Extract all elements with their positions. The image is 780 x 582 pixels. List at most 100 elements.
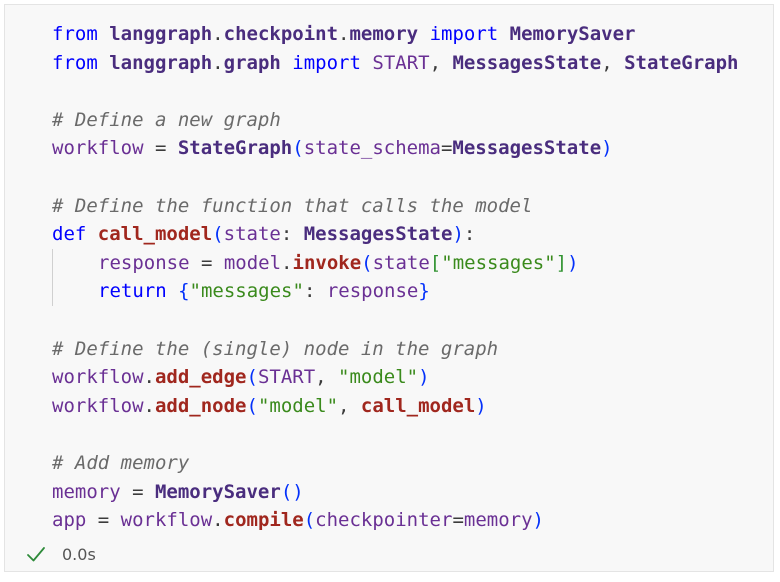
code-token: workflow (52, 394, 144, 417)
code-token (418, 23, 429, 45)
code-token: state_schema (303, 137, 441, 160)
code-token (281, 52, 292, 74)
code-token: import (429, 23, 499, 45)
code-token: model (223, 251, 282, 274)
code-token: MessagesState (452, 137, 602, 160)
code-line: app = workflow.compile(checkpointer=memo… (52, 506, 738, 535)
code-line: return {"messages": response} (52, 277, 738, 306)
code-token: # Define the (single) node in the graph (52, 337, 499, 360)
code-token: # Add memory (52, 451, 190, 474)
code-line: workflow.add_node("model", call_model) (52, 392, 738, 421)
code-token: response (326, 280, 419, 303)
code-line (52, 163, 738, 192)
code-token: response (98, 251, 190, 274)
code-token: = (452, 509, 464, 532)
code-token: . (212, 509, 224, 532)
code-token: langgraph (109, 51, 213, 74)
code-token (98, 52, 109, 74)
code-token: { (178, 280, 190, 303)
code-token (98, 23, 109, 45)
code-token: add_edge (154, 366, 247, 389)
code-line: workflow.add_edge(START, "model") (52, 363, 738, 392)
code-token: # Define a new graph (52, 108, 281, 131)
code-token: ) (418, 366, 430, 389)
code-token: add_node (154, 394, 247, 417)
code-line: response = model.invoke(state["messages"… (52, 248, 738, 278)
code-token: , (338, 394, 361, 417)
code-token: ( (246, 394, 258, 417)
code-token: START (257, 366, 316, 389)
code-token: from (52, 23, 98, 45)
code-token (86, 223, 97, 245)
code-token: START (372, 51, 430, 74)
cell-execution-status: 0.0s (26, 540, 96, 568)
code-token: , (315, 366, 339, 389)
code-token: . (212, 51, 224, 74)
code-line (52, 306, 738, 335)
code-token: ) (532, 509, 544, 532)
code-token: ( (303, 509, 316, 532)
code-token: = (120, 480, 155, 503)
code-token: = (440, 137, 453, 160)
code-token: checkpointer (315, 509, 453, 532)
code-line: def call_model(state: MessagesState): (52, 220, 738, 249)
code-token: invoke (292, 251, 362, 274)
code-token: ) (601, 137, 613, 160)
code-token: . (338, 23, 350, 45)
code-token: . (281, 251, 293, 274)
code-token: StateGraph (177, 137, 293, 160)
code-line: workflow = StateGraph(state_schema=Messa… (52, 134, 738, 163)
code-token: "model" (257, 394, 339, 417)
code-line: # Define a new graph (52, 106, 738, 135)
code-line (52, 77, 738, 106)
code-token: compile (223, 509, 304, 532)
code-token: = (189, 251, 224, 274)
code-token: ( (361, 251, 373, 274)
code-line: # Define the (single) node in the graph (52, 335, 738, 364)
code-token: . (143, 366, 155, 389)
code-token: MemorySaver (154, 480, 281, 503)
code-token: } (418, 280, 430, 303)
code-token: state (372, 251, 430, 274)
indent-guide (52, 277, 98, 306)
indent-guide (52, 248, 98, 278)
code-line: # Define the function that calls the mod… (52, 192, 738, 221)
code-line: from langgraph.checkpoint.memory import … (52, 20, 738, 49)
code-token: checkpoint (223, 23, 339, 45)
code-token: workflow (120, 509, 213, 532)
code-token: graph (223, 51, 281, 74)
code-token: memory (463, 509, 533, 532)
code-token: = (86, 509, 121, 532)
notebook-code-cell[interactable] (4, 4, 774, 572)
code-token (361, 52, 372, 74)
code-token: ( (246, 366, 258, 389)
code-token: langgraph (109, 23, 213, 45)
code-token: : (303, 280, 327, 303)
code-token: MemorySaver (509, 23, 636, 45)
code-token: ) (475, 394, 487, 417)
code-token: ) (452, 223, 464, 246)
code-line: from langgraph.graph import START, Messa… (52, 49, 738, 78)
code-token: MessagesState (452, 51, 602, 74)
code-token: ] (555, 251, 568, 274)
code-token: : (280, 223, 304, 246)
code-token: call_model (360, 394, 476, 417)
code-token: import (292, 51, 361, 74)
code-token: () (280, 480, 304, 503)
code-token: app (52, 509, 87, 532)
code-token: . (143, 394, 155, 417)
code-token: "messages" (441, 251, 556, 274)
code-token: , (601, 51, 625, 74)
code-token: workflow (52, 366, 144, 389)
code-editor[interactable]: from langgraph.checkpoint.memory import … (52, 20, 738, 535)
code-token: ( (212, 223, 224, 246)
code-token: from (52, 51, 98, 74)
code-token (498, 23, 509, 45)
check-icon (27, 547, 45, 562)
code-token: [ (429, 251, 442, 274)
code-token: = (143, 137, 178, 160)
code-line: memory = MemorySaver() (52, 478, 738, 507)
code-token: MessagesState (303, 223, 453, 246)
code-token: state (223, 223, 281, 246)
code-token: "messages" (189, 280, 304, 303)
